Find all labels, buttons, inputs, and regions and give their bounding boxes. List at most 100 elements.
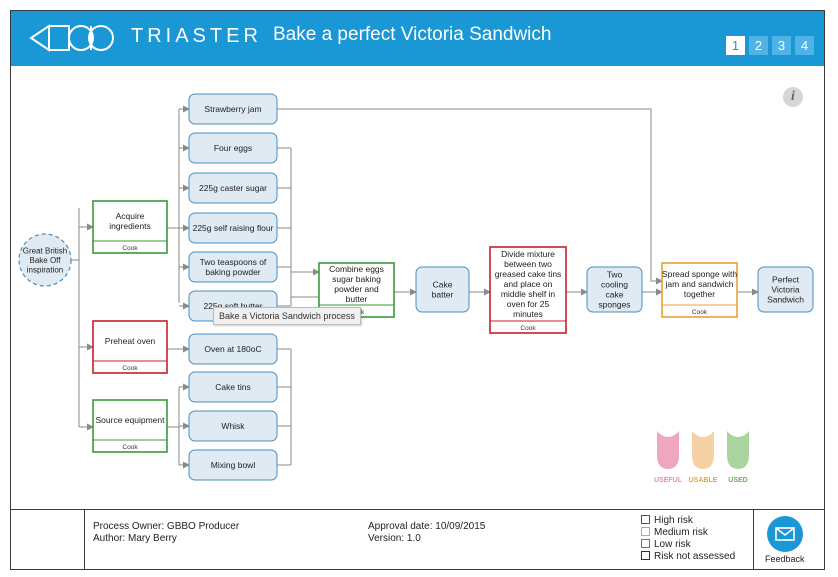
info-icon[interactable]: i [783, 87, 803, 107]
activity-shape [92, 200, 168, 254]
legend-swatch [641, 515, 650, 524]
legend-low-risk: Low risk [641, 539, 691, 550]
thing-label: Mixing bowl [211, 460, 256, 470]
footer-divider [753, 510, 754, 570]
header-bar: TRIASTER Bake a perfect Victoria Sandwic… [11, 11, 824, 66]
thing-shape [188, 172, 278, 204]
thing-box[interactable]: Whisk [188, 410, 278, 442]
page-1-button[interactable]: 1 [726, 36, 745, 55]
activity-shape [489, 246, 567, 334]
legend-swatch [641, 551, 650, 560]
thing-shape [188, 93, 278, 125]
thing-box[interactable]: Strawberry jam [188, 93, 278, 125]
thing-shape [188, 212, 278, 244]
thing-box[interactable]: 225g caster sugar [188, 172, 278, 204]
thing-shape [586, 266, 643, 313]
thing-shape [415, 266, 470, 313]
flow-connector [277, 108, 663, 285]
activity-shape [92, 399, 168, 453]
thing-label: Strawberry jam [204, 104, 261, 114]
activity-role: Cook [122, 245, 138, 252]
legend-label: High risk [654, 515, 693, 526]
legend-medium-risk: Medium risk [641, 527, 708, 538]
thing-shape [188, 449, 278, 481]
activity-role: Cook [692, 309, 708, 316]
envelope-icon [775, 527, 795, 541]
page-4-button[interactable]: 4 [795, 36, 814, 55]
footer-divider [84, 510, 85, 570]
legend-label: Risk not assessed [654, 551, 736, 562]
thing-label: Oven at 180oC [204, 344, 261, 354]
legend-not-assessed: Risk not assessed [641, 551, 735, 562]
thing-shape [188, 251, 278, 283]
thing-shape [757, 266, 814, 313]
activity-label: Source equipment [96, 415, 166, 425]
page-navigation: 1 2 3 4 [726, 36, 814, 55]
activity-label: Preheat oven [105, 336, 156, 346]
activity-role: Cook [520, 325, 536, 332]
legend-swatch [641, 539, 650, 548]
thing-label: Whisk [221, 421, 245, 431]
thing-shape [188, 132, 278, 164]
thing-box[interactable]: 225g self raising flour [188, 212, 278, 244]
legend-label: Medium risk [654, 527, 708, 538]
usable-u-icon [692, 431, 714, 469]
useful-usable-used-badge: USEFUL USABLE USED [654, 431, 749, 484]
activity-shape [92, 320, 168, 374]
usable-label: USABLE [689, 477, 718, 484]
page-3-button[interactable]: 3 [772, 36, 791, 55]
approval-date: Approval date: 10/09/2015 [368, 521, 486, 532]
thing-label: 225g caster sugar [199, 183, 267, 193]
feedback-button[interactable] [767, 516, 803, 552]
thing-label: 225g self raising flour [193, 223, 274, 233]
useful-u-icon [657, 431, 679, 469]
feedback-label: Feedback [765, 554, 805, 564]
footer: Process Owner: GBBO Producer Author: Mar… [11, 509, 824, 570]
thing-box[interactable]: Four eggs [188, 132, 278, 164]
brand-name: TRIASTER [131, 25, 262, 47]
activity-role: Cook [122, 365, 138, 372]
thing-box[interactable]: Cake tins [188, 371, 278, 403]
thing-shape [188, 333, 278, 365]
process-tooltip: Bake a Victoria Sandwich process [213, 307, 361, 325]
activity-role: Cook [122, 444, 138, 451]
legend-high-risk: High risk [641, 515, 693, 526]
legend-swatch [641, 527, 650, 536]
activity-shape [661, 262, 738, 318]
page-2-button[interactable]: 2 [749, 36, 768, 55]
legend-label: Low risk [654, 539, 691, 550]
page-title: Bake a perfect Victoria Sandwich [273, 24, 552, 45]
process-owner: Process Owner: GBBO Producer [93, 521, 240, 532]
thing-shape [188, 371, 278, 403]
thing-shape [188, 410, 278, 442]
thing-box[interactable]: Oven at 180oC [188, 333, 278, 365]
triaster-logo-icon [29, 24, 114, 52]
start-shape [18, 233, 72, 287]
thing-box[interactable]: Mixing bowl [188, 449, 278, 481]
useful-label: USEFUL [654, 477, 683, 484]
thing-label: Cake tins [215, 382, 250, 392]
author: Author: Mary Berry [93, 533, 177, 544]
used-u-icon [727, 431, 749, 469]
